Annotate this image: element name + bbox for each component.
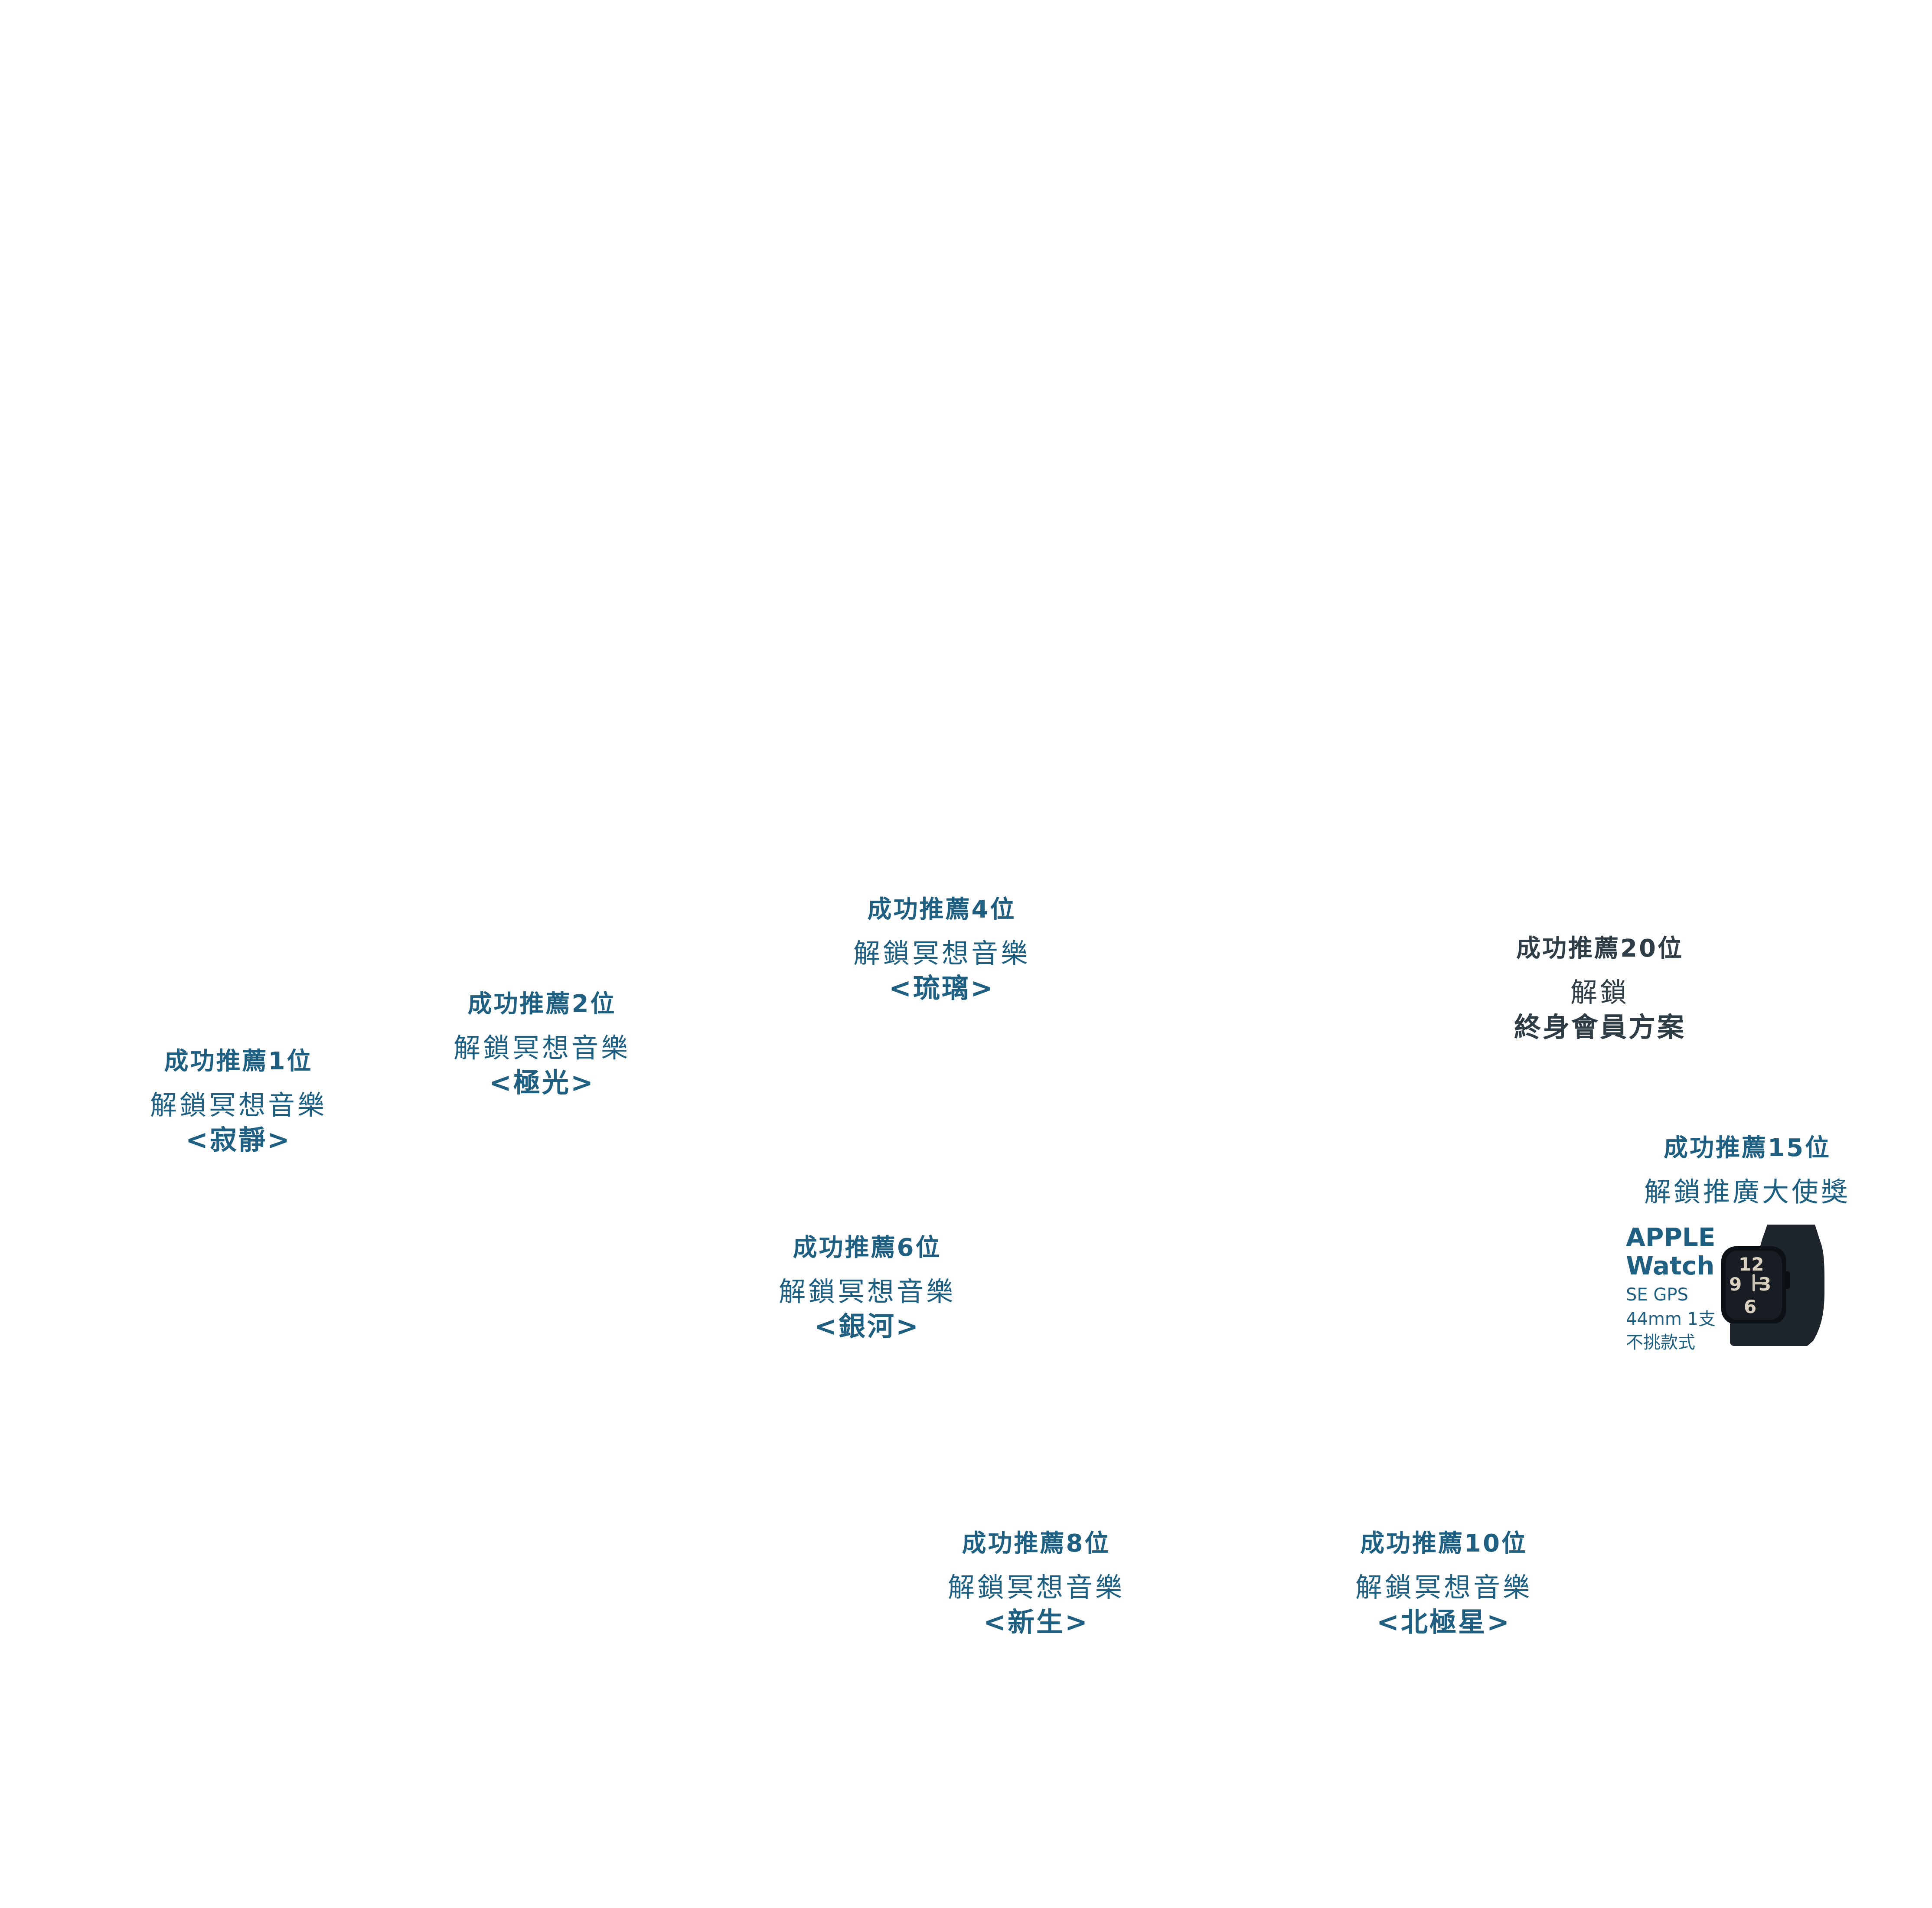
- svg-text:12: 12: [1739, 1254, 1764, 1275]
- milestone-title: 成功推薦6位: [793, 1234, 942, 1262]
- prize-spec-2: 44mm 1支: [1626, 1309, 1716, 1329]
- milestone-reward-line-1: 解鎖推廣大使獎: [1644, 1176, 1850, 1208]
- milestone-reward-line-2: <極光>: [489, 1067, 595, 1098]
- milestone-reward-line-2: <新生>: [983, 1606, 1089, 1638]
- prize-brand: APPLE: [1626, 1222, 1716, 1252]
- milestone-6: 成功推薦6位 解鎖冥想音樂 <銀河>: [746, 1236, 989, 1340]
- milestone-title: 成功推薦8位: [962, 1529, 1111, 1558]
- prize-block: APPLE Watch SE GPS 44mm 1支 不挑款式 12 9 3 6: [1626, 1225, 1869, 1355]
- milestone-title: 成功推薦4位: [867, 895, 1016, 924]
- milestone-reward-line-2: <北極星>: [1377, 1606, 1511, 1638]
- milestone-4: 成功推薦4位 解鎖冥想音樂 <琉璃>: [820, 898, 1063, 1002]
- milestone-title: 成功推薦20位: [1516, 934, 1684, 963]
- milestone-title: 成功推薦1位: [164, 1047, 313, 1075]
- milestone-title: 成功推薦15位: [1664, 1134, 1831, 1162]
- milestone-reward-line-1: 解鎖冥想音樂: [453, 1032, 630, 1064]
- milestone-reward-line-1: 解鎖冥想音樂: [778, 1276, 956, 1307]
- prize-spec-3: 不挑款式: [1626, 1333, 1695, 1353]
- milestone-20: 成功推薦20位 解鎖 終身會員方案: [1478, 937, 1721, 1041]
- milestone-1: 成功推薦1位 解鎖冥想音樂 <寂靜>: [117, 1049, 360, 1153]
- milestone-reward-line-1: 解鎖冥想音樂: [947, 1571, 1125, 1603]
- milestone-reward-line-2: <琉璃>: [889, 972, 995, 1004]
- milestone-reward-line-2: 終身會員方案: [1514, 1011, 1686, 1043]
- milestone-reward-line-2: <寂靜>: [186, 1124, 291, 1156]
- milestone-10: 成功推薦10位 解鎖冥想音樂 <北極星>: [1322, 1532, 1565, 1636]
- milestone-reward-line-1: 解鎖: [1570, 977, 1629, 1008]
- milestone-15: 成功推薦15位 解鎖推廣大使獎 APPLE Watch SE GPS 44mm …: [1626, 1136, 1869, 1355]
- milestone-reward-line-2: <銀河>: [814, 1310, 920, 1342]
- prize-product: Watch: [1626, 1251, 1715, 1281]
- milestone-8: 成功推薦8位 解鎖冥想音樂 <新生>: [915, 1532, 1158, 1636]
- milestone-reward-line-1: 解鎖冥想音樂: [1355, 1571, 1532, 1603]
- svg-text:9: 9: [1729, 1274, 1742, 1295]
- apple-watch-icon: 12 9 3 6: [1721, 1225, 1824, 1346]
- milestone-2: 成功推薦2位 解鎖冥想音樂 <極光>: [421, 992, 663, 1096]
- prize-spec-1: SE GPS: [1626, 1285, 1688, 1305]
- prize-details: APPLE Watch SE GPS 44mm 1支 不挑款式 12 9 3 6: [1626, 1225, 1869, 1428]
- milestone-title: 成功推薦2位: [467, 990, 617, 1018]
- milestone-title: 成功推薦10位: [1360, 1529, 1527, 1558]
- milestone-reward-line-1: 解鎖冥想音樂: [853, 938, 1030, 969]
- milestone-reward-line-1: 解鎖冥想音樂: [150, 1089, 327, 1121]
- svg-text:6: 6: [1744, 1296, 1756, 1317]
